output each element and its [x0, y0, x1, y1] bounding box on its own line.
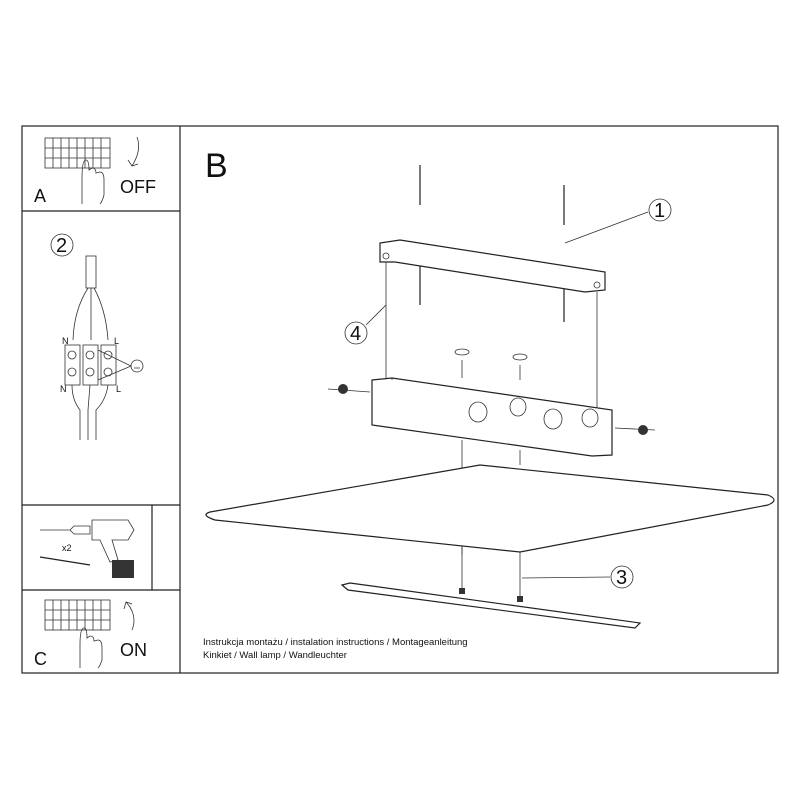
cable-icon: [85, 255, 97, 289]
caption-line-1: Instrukcja montażu / instalation instruc…: [203, 637, 468, 648]
ground-icon: [130, 359, 144, 373]
caption-line-2: Kinkiet / Wall lamp / Wandleuchter: [203, 650, 347, 661]
callout-3: 3: [521, 565, 634, 589]
callout-4-number: 4: [350, 323, 361, 345]
screw-icon: [419, 165, 565, 322]
lamp-shade: [205, 464, 775, 553]
step-b-label: B: [205, 147, 228, 185]
outer-frame: [21, 125, 779, 674]
step-c-label: C: [34, 649, 47, 669]
screw-icon: [39, 556, 91, 566]
wall-plug-icon: [40, 525, 91, 535]
lamp-body: [371, 377, 613, 457]
on-label: ON: [120, 640, 147, 660]
terminal-block-icon: [64, 344, 117, 386]
hand-icon: [79, 627, 103, 669]
panel-c: C ON: [34, 599, 147, 669]
step-a-label: A: [34, 186, 46, 206]
quantity-label: x2: [62, 543, 72, 553]
side-screw-icon: [614, 425, 656, 435]
off-label: OFF: [120, 177, 156, 197]
mounting-bracket: [379, 239, 606, 293]
terminal-label-l: L: [114, 336, 119, 346]
drill-icon: [91, 519, 135, 578]
breaker-panel-icon: [44, 599, 111, 631]
drill-panel: x2: [39, 519, 135, 578]
callout-3-number: 3: [616, 567, 627, 589]
terminal-label-n2: N: [60, 384, 67, 394]
callout-4: 4: [344, 304, 387, 345]
panel-b: B 1: [205, 147, 775, 629]
wiring-panel: 2 N L N L: [50, 233, 144, 440]
step-2-number: 2: [56, 235, 67, 257]
arrow-down-icon: [127, 136, 140, 167]
breaker-panel-icon: [44, 137, 111, 169]
step-2-circle: [50, 233, 74, 257]
panel-a: A OFF: [34, 136, 156, 206]
side-screw-icon: [327, 384, 371, 394]
terminal-label-n: N: [62, 336, 69, 346]
callout-1: 1: [564, 198, 672, 244]
terminal-label-l2: L: [116, 384, 121, 394]
callout-1-number: 1: [654, 200, 665, 222]
arrow-up-icon: [123, 601, 135, 631]
hand-icon: [81, 159, 105, 205]
light-bar: [340, 582, 642, 629]
